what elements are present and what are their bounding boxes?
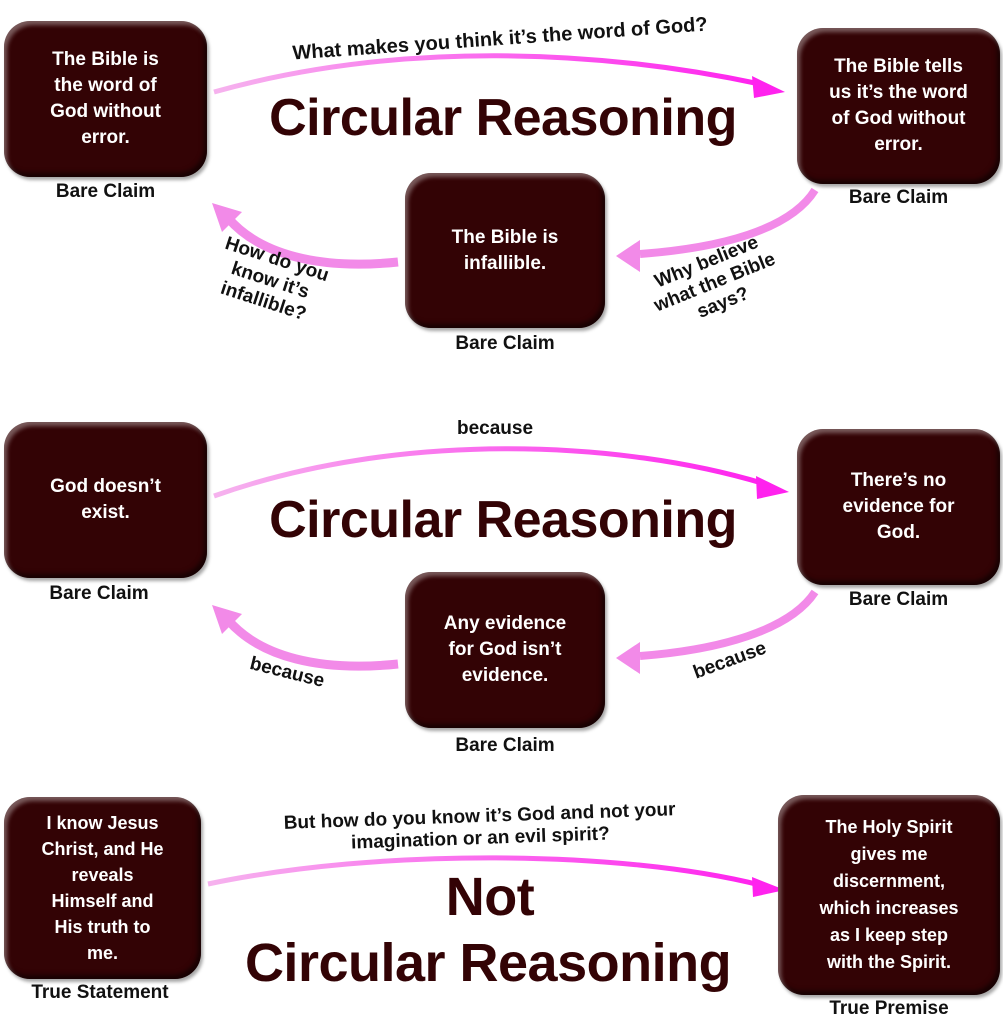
premise-box-holy-spirit: The Holy Spirit gives me discernment, wh… (778, 795, 1000, 995)
claim-caption: Bare Claim (455, 333, 555, 354)
claim-caption: Bare Claim (55, 181, 156, 202)
claim-box-bible-word-of-god: The Bible is the word of God without err… (4, 21, 207, 177)
section3-title-line1: Not (445, 867, 535, 927)
arrow-label-top: because (456, 418, 534, 439)
claim-caption: Bare Claim (848, 187, 949, 208)
premise-caption: True Premise (829, 998, 949, 1019)
statement-box-know-jesus: I know Jesus Christ, and He reveals Hims… (4, 797, 201, 979)
arrow-label-left: How do you know it’s infallible? (217, 232, 332, 326)
claim-caption: Bare Claim (455, 735, 555, 756)
claim-caption: Bare Claim (49, 583, 149, 604)
arrow-label-right: because (690, 637, 770, 684)
claim-box-god-doesnt-exist: God doesn’t exist. (4, 422, 207, 578)
claim-caption: Bare Claim (848, 589, 949, 610)
arrow-label-top: But how do you know it’s God and not you… (283, 799, 676, 854)
arrow-label-right: Why believe what the Bible says? (651, 231, 779, 323)
section1-title: Circular Reasoning (269, 89, 737, 147)
claim-box-evidence-isnt-evidence: Any evidence for God isn’t evidence. (405, 572, 605, 728)
statement-caption: True Statement (31, 982, 169, 1003)
claim-box-bible-tells-us: The Bible tells us it’s the word of God … (797, 28, 1000, 184)
arrow-label-top: What makes you think it’s the word of Go… (291, 13, 709, 65)
section3-title-line2: Circular Reasoning (244, 933, 732, 993)
section2-title: Circular Reasoning (269, 491, 737, 549)
claim-box-no-evidence: There’s no evidence for God. (797, 429, 1000, 585)
arrow-label-left: because (247, 653, 327, 692)
claim-box-bible-infallible: The Bible is infallible. (405, 173, 605, 328)
